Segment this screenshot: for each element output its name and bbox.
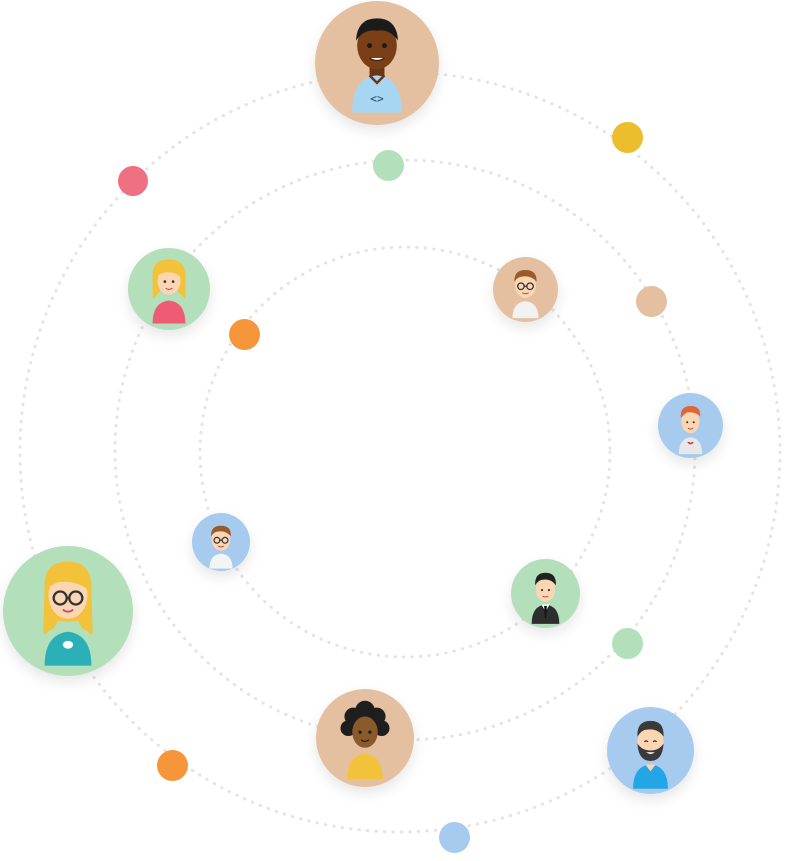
man-glasses-small-avatar <box>192 513 250 571</box>
inner-orbit-ring <box>198 245 612 659</box>
developer-avatar-icon: <> <box>352 18 402 113</box>
man-redhair-avatar <box>658 393 723 458</box>
peach-dot <box>636 286 667 317</box>
orange-dot-left <box>229 319 260 350</box>
pink-dot <box>118 166 148 196</box>
man-beard-avatar-icon <box>633 720 668 789</box>
blue-dot-bottom <box>439 822 470 853</box>
green-dot-right <box>612 628 643 659</box>
green-dot-top <box>373 150 404 181</box>
outer-orbit-ring <box>18 70 782 834</box>
woman-glasses-avatar-icon <box>43 561 93 666</box>
middle-orbit-ring <box>113 158 697 742</box>
businessman-avatar <box>511 559 580 628</box>
woman-blonde-avatar <box>128 248 210 330</box>
man-glasses-avatar <box>493 257 558 322</box>
woman-glasses-avatar <box>3 546 133 676</box>
yellow-dot <box>612 122 643 153</box>
man-beard-avatar <box>607 707 694 794</box>
man-redhair-avatar-icon <box>678 406 703 455</box>
orange-dot-bottom <box>157 750 188 781</box>
businessman-avatar-icon <box>531 572 560 624</box>
woman-curly-avatar <box>316 689 414 787</box>
svg-text:<>: <> <box>370 93 384 106</box>
man-glasses-avatar-icon <box>512 270 539 319</box>
woman-blonde-avatar-icon <box>152 259 186 324</box>
man-glasses-small-avatar-icon <box>209 525 233 569</box>
developer-avatar: <> <box>315 1 439 125</box>
woman-curly-avatar-icon <box>340 700 390 780</box>
